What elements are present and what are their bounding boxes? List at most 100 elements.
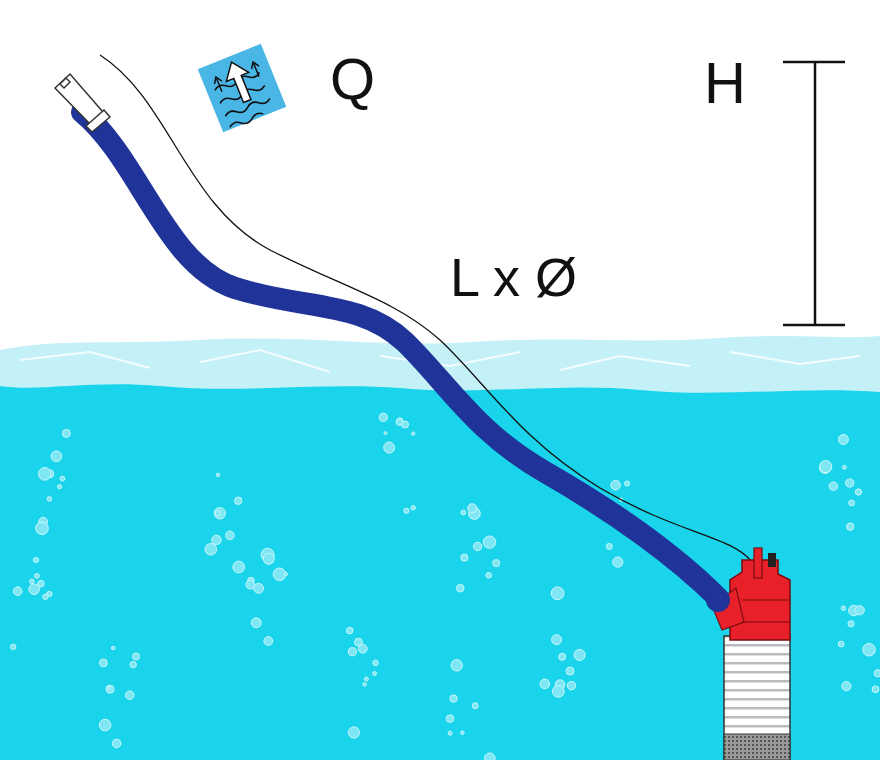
height-label: H	[704, 54, 746, 112]
power-cable	[100, 55, 752, 562]
bubble	[863, 643, 876, 656]
bubble	[246, 580, 255, 589]
bubble	[625, 481, 630, 486]
bubble	[11, 644, 16, 649]
bubble	[446, 715, 454, 723]
bubble	[205, 544, 217, 556]
bubble	[233, 561, 245, 573]
bubble	[99, 719, 111, 731]
bubble	[212, 535, 221, 544]
bubble	[29, 584, 40, 595]
bubble	[872, 686, 879, 693]
bubble	[235, 497, 242, 504]
bubble	[30, 579, 35, 584]
hose-nozzle	[55, 74, 110, 132]
bubble	[540, 679, 550, 689]
bubble	[451, 660, 462, 671]
bubble	[284, 573, 287, 576]
bubble	[384, 432, 387, 435]
bubble	[838, 641, 844, 647]
bubble	[847, 523, 854, 530]
bubble	[461, 510, 466, 515]
bubble	[450, 695, 457, 702]
bubble	[226, 531, 235, 540]
bubble	[842, 682, 851, 691]
bubble	[606, 543, 612, 549]
bubble	[402, 421, 409, 428]
bubble	[838, 435, 848, 445]
bubble	[251, 618, 261, 628]
bubble	[829, 482, 838, 491]
bubble	[468, 504, 477, 513]
bubble	[843, 465, 847, 469]
bubble	[846, 479, 854, 487]
bubble	[358, 644, 367, 653]
bubble	[348, 648, 356, 656]
bubble	[485, 753, 496, 760]
bubble	[263, 553, 274, 564]
bubble	[58, 485, 62, 489]
bubble	[848, 621, 854, 627]
bubble	[461, 731, 465, 735]
bubble	[214, 508, 225, 519]
bubble	[855, 489, 861, 495]
bubble	[51, 451, 62, 462]
bubble	[566, 667, 574, 675]
bubble	[412, 432, 415, 435]
bubble	[216, 473, 219, 476]
bubble	[457, 584, 465, 592]
hose-size-label: L x Ø	[450, 250, 577, 304]
bubble	[404, 508, 409, 513]
bubble	[112, 739, 121, 748]
bubble	[473, 542, 481, 550]
bubble	[47, 497, 52, 502]
bubble	[874, 670, 880, 677]
bubble	[106, 685, 114, 693]
bubble	[373, 660, 378, 665]
bubble	[130, 661, 136, 667]
bubble	[559, 653, 566, 660]
bubble	[552, 686, 564, 698]
bubble	[551, 587, 564, 600]
submersible-pump	[706, 548, 790, 760]
flow-label: Q	[330, 50, 375, 108]
bubble	[841, 606, 845, 610]
bubble	[36, 522, 49, 535]
bubble	[379, 413, 387, 421]
bubble	[849, 500, 855, 506]
bubble	[348, 727, 359, 738]
bubble	[486, 573, 492, 579]
bubble	[567, 681, 575, 689]
bubble	[111, 646, 115, 650]
bubble	[346, 627, 353, 634]
bubble	[100, 659, 108, 667]
bubble	[493, 560, 500, 567]
bubble	[264, 637, 273, 646]
bubble	[611, 480, 621, 490]
bubble	[384, 442, 395, 453]
bubble	[483, 536, 495, 548]
bubble	[461, 554, 468, 561]
bubble	[43, 594, 48, 599]
bubble	[472, 703, 478, 709]
bubble	[855, 606, 864, 615]
bubble	[60, 476, 65, 481]
bubble	[364, 677, 368, 681]
hose	[82, 112, 718, 598]
water	[0, 362, 880, 760]
bubble	[448, 731, 452, 735]
bubble	[35, 574, 40, 579]
flow-icon	[198, 44, 287, 133]
bubble	[613, 557, 623, 567]
bubble	[133, 653, 140, 660]
bubble	[552, 635, 562, 645]
height-bracket	[783, 62, 845, 325]
bubble	[13, 587, 22, 596]
bubble	[62, 429, 70, 437]
bubble	[39, 468, 52, 481]
bubble	[215, 511, 221, 517]
bubble	[107, 686, 110, 689]
bubble	[820, 461, 832, 473]
bubble	[574, 649, 585, 660]
